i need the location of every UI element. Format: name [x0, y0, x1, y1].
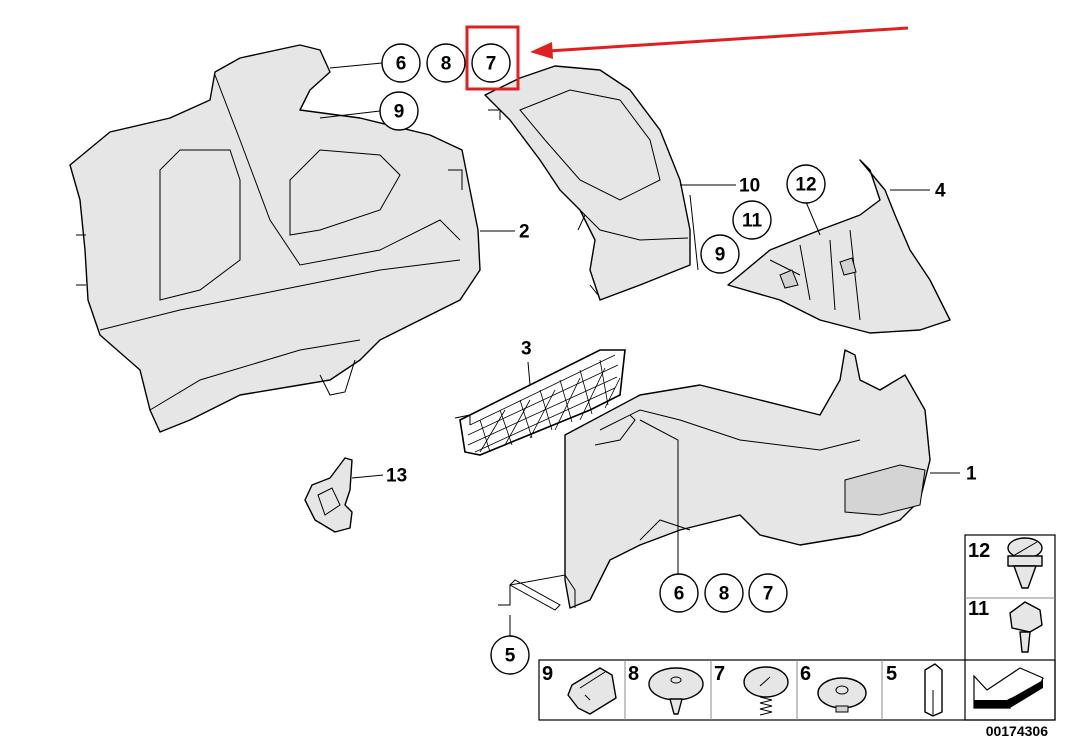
highlight-arrow: [530, 26, 909, 59]
svg-text:11: 11: [968, 598, 989, 620]
callout-1: 1: [966, 464, 977, 485]
table-cell-7: 7: [714, 663, 789, 716]
part-4-bracket-panel: [727, 159, 951, 334]
svg-text:8: 8: [719, 584, 730, 605]
callout-11: 11: [732, 200, 772, 240]
part-13-clip: [304, 457, 353, 533]
svg-text:12: 12: [795, 175, 816, 196]
callout-2: 2: [519, 222, 530, 243]
part-10-side-cover: [484, 65, 691, 301]
svg-text:6: 6: [800, 663, 811, 685]
callout-top-8: 8: [426, 43, 466, 83]
svg-text:8: 8: [628, 663, 639, 685]
svg-text:7: 7: [714, 663, 725, 685]
callout-10: 10: [739, 176, 760, 197]
table-cell-9: 9: [542, 663, 617, 715]
svg-text:5: 5: [886, 663, 897, 685]
callout-9-top: 9: [379, 91, 419, 131]
svg-text:6: 6: [674, 584, 685, 605]
diagram-id: 00174306: [986, 723, 1049, 739]
table-cell-5: 5: [886, 663, 943, 717]
highlight-box: [465, 25, 520, 91]
svg-text:7: 7: [486, 54, 497, 75]
part-1-right-trim-panel: [498, 349, 931, 611]
table-cell-8: 8: [628, 663, 704, 715]
callout-top-6: 6: [381, 43, 421, 83]
svg-text:9: 9: [394, 102, 405, 123]
callout-5: 5: [490, 635, 530, 675]
callout-3: 3: [521, 339, 532, 360]
svg-text:8: 8: [441, 54, 452, 75]
table-cell-arrow: [973, 667, 1044, 709]
parts-table: 9 8 7 6 5: [538, 534, 1056, 721]
svg-text:5: 5: [505, 646, 516, 667]
callout-9-mid: 9: [700, 234, 740, 274]
callout-4: 4: [935, 181, 946, 202]
callout-12: 12: [786, 164, 826, 204]
svg-text:11: 11: [742, 211, 763, 232]
table-cell-12: 12: [968, 537, 1043, 589]
table-cell-11: 11: [968, 598, 1043, 653]
svg-text:7: 7: [763, 584, 774, 605]
leader-lines: [319, 62, 960, 637]
callout-top-7: 7: [471, 43, 511, 83]
callout-bottom-8: 8: [704, 573, 744, 613]
part-3-luggage-net: [454, 349, 626, 456]
svg-text:9: 9: [715, 245, 726, 266]
svg-text:9: 9: [542, 663, 553, 685]
part-2-left-trim-panel: [69, 44, 481, 433]
callout-13: 13: [386, 466, 407, 487]
svg-text:6: 6: [396, 54, 407, 75]
table-cell-6: 6: [800, 663, 867, 713]
svg-text:12: 12: [968, 540, 990, 562]
callout-bottom-6: 6: [659, 573, 699, 613]
callout-bottom-7: 7: [748, 573, 788, 613]
